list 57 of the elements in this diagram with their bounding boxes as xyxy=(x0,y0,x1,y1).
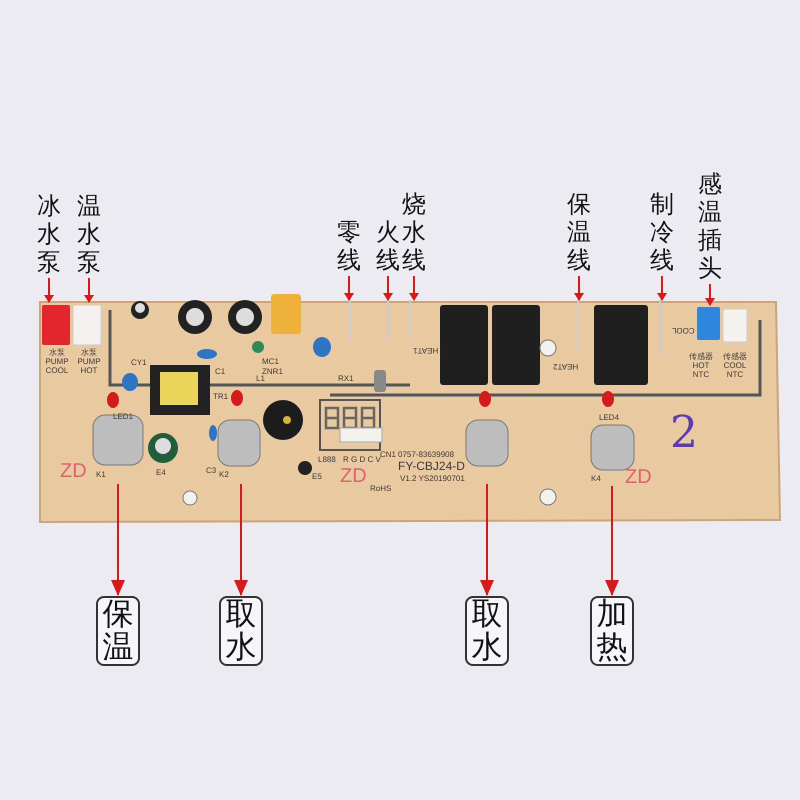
leader-arrow xyxy=(44,278,54,303)
silkscreen-text: E4 xyxy=(156,468,166,477)
leader-arrow xyxy=(574,276,584,301)
silkscreen-text: R G D C V xyxy=(343,455,381,464)
silkscreen-text: L1 xyxy=(256,374,265,383)
silkscreen-text: 传感器 COOL NTC xyxy=(722,352,748,379)
silkscreen-text: C3 xyxy=(206,466,216,475)
callout-box: 保温 xyxy=(96,596,140,666)
leader-arrow xyxy=(409,276,419,301)
callout-text: 火线 xyxy=(375,218,401,274)
silkscreen-text: RoHS xyxy=(370,484,392,493)
silkscreen-text: LED4 xyxy=(599,413,620,422)
handwritten-mark: 2 xyxy=(670,410,698,456)
leader-arrow xyxy=(84,278,94,303)
silkscreen-text: K1 xyxy=(96,470,106,479)
silkscreen-text: 0757-83639908 xyxy=(398,450,454,459)
silkscreen-text: TR1 xyxy=(213,392,228,401)
silkscreen-text: 水泵 PUMP HOT xyxy=(76,348,102,375)
silkscreen-text: COOL xyxy=(672,326,695,335)
silkscreen-text: ZNR1 xyxy=(262,367,283,376)
leader-arrow xyxy=(344,276,354,301)
silkscreen-text: HEAT2 xyxy=(553,362,578,371)
callout-text: 温水泵 xyxy=(76,192,102,276)
silkscreen-text: E5 xyxy=(312,472,322,481)
leader-arrow xyxy=(705,284,715,306)
silkscreen-text: C1 xyxy=(215,367,226,376)
silkscreen-text: RX1 xyxy=(338,374,354,383)
handwritten-mark: ZD xyxy=(625,466,652,488)
callout-text: 感温插头 xyxy=(697,170,723,282)
silkscreen-text: 传感器 HOT NTC xyxy=(688,352,714,379)
model-number: FY-CBJ24-D xyxy=(398,460,465,473)
silkscreen-text: 水泵 PUMP COOL xyxy=(44,348,70,375)
leader-arrow xyxy=(480,484,494,596)
leader-arrow xyxy=(657,276,667,301)
handwritten-mark: ZD xyxy=(60,460,87,482)
callout-box: 取水 xyxy=(465,596,509,666)
handwritten-mark: ZD xyxy=(340,465,367,487)
leader-arrow xyxy=(383,276,393,301)
silkscreen-text: L888 xyxy=(318,455,336,464)
callout-text: 零线 xyxy=(336,218,362,274)
callout-text: 保温线 xyxy=(566,190,592,274)
silkscreen-text: MC1 xyxy=(262,357,279,366)
leader-arrow xyxy=(234,484,248,596)
silkscreen-text: LED1 xyxy=(113,412,134,421)
silkscreen-text: K4 xyxy=(591,474,601,483)
leader-arrow xyxy=(111,484,125,596)
silkscreen-text: K2 xyxy=(219,470,229,479)
leader-arrow xyxy=(605,486,619,596)
silkscreen-text: V1.2 YS20190701 xyxy=(400,474,465,483)
callout-text: 冰水泵 xyxy=(36,192,62,276)
callout-text: 制冷线 xyxy=(649,190,675,274)
callout-box: 取水 xyxy=(219,596,263,666)
callout-text: 烧水线 xyxy=(401,190,427,274)
silkscreen-text: CN1 xyxy=(380,450,396,459)
silkscreen-text: HEAT1 xyxy=(413,346,438,355)
silkscreen-text: CY1 xyxy=(131,358,147,367)
callout-box: 加热 xyxy=(590,596,634,666)
